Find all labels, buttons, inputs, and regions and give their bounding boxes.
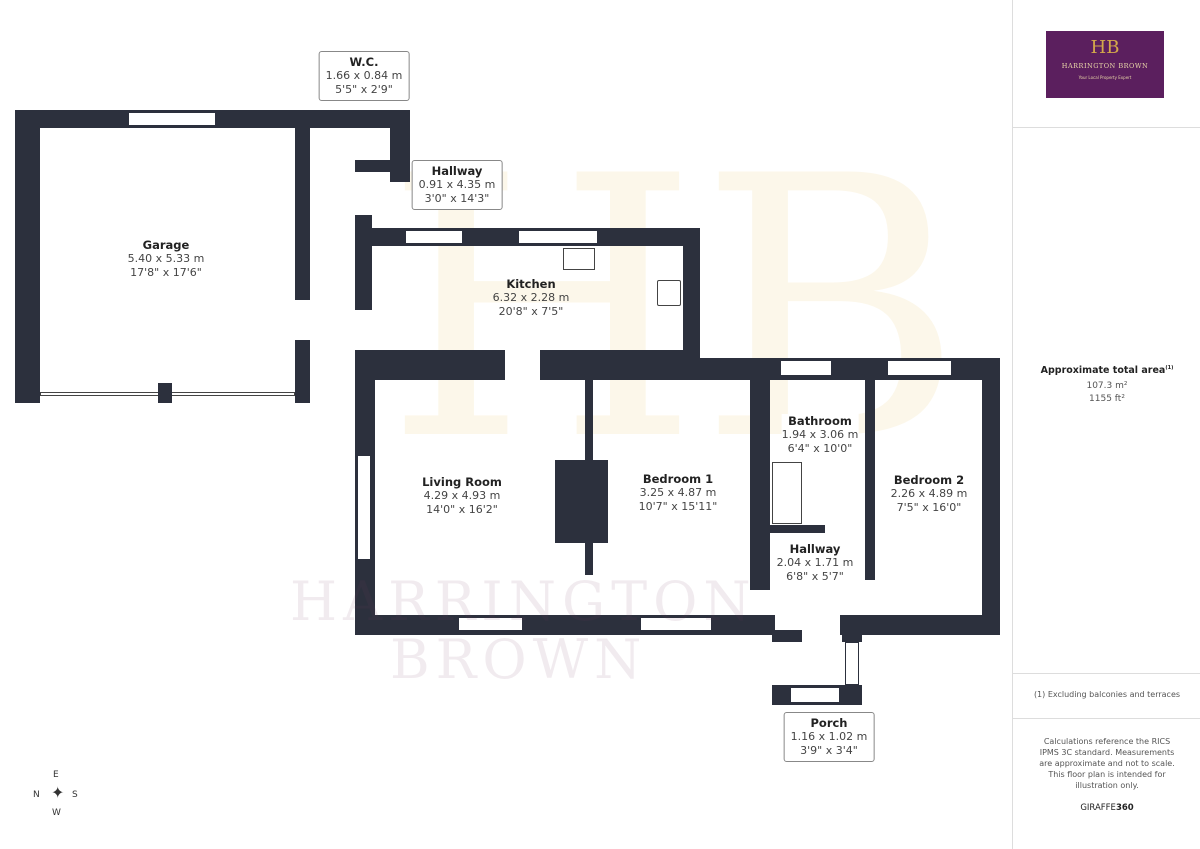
- kitchen-hob: [657, 280, 681, 306]
- area-section: Approximate total area(1) 107.3 m² 1155 …: [1013, 127, 1200, 674]
- bedroom1-window: [640, 617, 712, 631]
- kitchen-window-1: [405, 230, 463, 244]
- porch-window: [845, 642, 859, 685]
- footnote-section: (1) Excluding balconies and terraces: [1013, 673, 1200, 719]
- disclaimer: Calculations reference the RICS IPMS 3C …: [1039, 737, 1175, 790]
- watermark-line2: BROWN: [390, 628, 648, 691]
- kitchen-sink: [563, 248, 595, 270]
- bathtub: [772, 462, 802, 524]
- garage-pillar: [158, 383, 172, 403]
- porch-wall-left: [772, 630, 802, 642]
- kitchen-wall-left: [355, 215, 372, 310]
- living-window-side: [357, 455, 371, 560]
- watermark-line1: HARRINGTON: [290, 570, 757, 633]
- compass-icon: E N S W ✦: [33, 770, 78, 818]
- wc-wall-right: [390, 110, 410, 182]
- brand-logo: HB HARRINGTON BROWN Your Local Property …: [1046, 31, 1164, 98]
- hallway-wall-divider: [355, 160, 390, 172]
- partition-bedroom1-bathroom: [750, 380, 770, 590]
- chimney-breast: [555, 460, 608, 543]
- living-window-front: [458, 617, 523, 631]
- bathroom-wall-bottom: [770, 525, 825, 533]
- wc-wall-top: [295, 110, 410, 128]
- brand-mark: GIRAFFE360: [1080, 803, 1134, 813]
- right-wall-right: [982, 358, 1000, 635]
- footnote: (1) Excluding balconies and terraces: [1033, 690, 1181, 699]
- area-title: Approximate total area: [1040, 365, 1166, 377]
- kitchen-wall-right: [683, 228, 700, 363]
- porch-wall-right: [842, 630, 862, 642]
- partition-bathroom-bedroom2: [865, 380, 875, 580]
- porch-door: [790, 687, 840, 703]
- main-wall-top: [540, 350, 700, 380]
- right-wall-top: [700, 358, 1000, 380]
- bathroom-window: [780, 360, 832, 376]
- logo-section: HB HARRINGTON BROWN Your Local Property …: [1013, 0, 1200, 128]
- garage-wall-right: [295, 110, 310, 300]
- disclaimer-section: Calculations reference the RICS IPMS 3C …: [1013, 718, 1200, 849]
- garage-wall-right-lower: [295, 340, 310, 403]
- garage-window: [128, 112, 216, 126]
- area-metric: 107.3 m²: [1086, 381, 1128, 392]
- kitchen-window-2: [518, 230, 598, 244]
- area-imperial: 1155 ft²: [1089, 394, 1125, 405]
- living-wall-top: [355, 350, 505, 380]
- info-panel: HB HARRINGTON BROWN Your Local Property …: [1012, 0, 1200, 849]
- bedroom2-window: [887, 360, 952, 376]
- garage-wall-left: [15, 110, 40, 403]
- right-wall-bottom: [840, 615, 1000, 635]
